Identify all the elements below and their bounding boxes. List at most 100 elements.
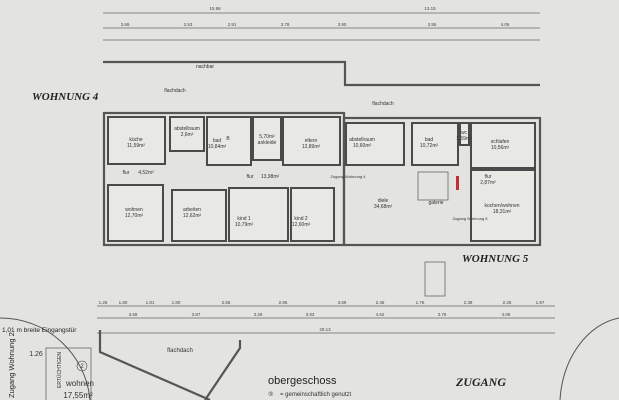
detail-circle-left	[0, 317, 91, 400]
room-area: 12,60m²	[292, 222, 311, 228]
room-name: kind 2	[294, 216, 308, 222]
room-schlafen	[470, 122, 536, 169]
detail-circle-right	[559, 317, 619, 400]
dim: 2.91	[228, 22, 237, 27]
lower-roof-edge-2	[204, 340, 242, 400]
room-name: kind 1	[237, 216, 251, 222]
room-area: 10,79m²	[235, 222, 254, 228]
lower-staircase	[424, 261, 446, 297]
dim: 1.76	[416, 300, 425, 305]
dim: 3.69	[121, 22, 130, 27]
dim: 3.90	[338, 22, 347, 27]
dim: 2.85	[279, 300, 288, 305]
room-area: 10,72m²	[420, 143, 439, 149]
dim: 3.76	[438, 312, 447, 317]
b-mark: B	[226, 136, 230, 142]
dim-top-total: 15.98	[209, 6, 221, 11]
dim: 3.69	[338, 300, 347, 305]
dim: 2.38	[464, 300, 473, 305]
neighbor-label: nachbar	[196, 64, 214, 70]
room-arbeiten	[171, 189, 227, 242]
room-wohnen	[107, 184, 164, 242]
room-kueche	[107, 116, 166, 165]
dim: 1.81	[146, 300, 155, 305]
room-bad	[206, 116, 252, 166]
dim: 2.45	[376, 300, 385, 305]
dim: 1.97	[536, 300, 545, 305]
top-dimensions: 15.98 13.15 3.69 2.53 2.91 3.78 3.90 3.5…	[103, 6, 540, 41]
dim: 1.80	[119, 300, 128, 305]
room-abstellraum-2	[345, 122, 405, 166]
room-name: abstellraum	[174, 126, 200, 132]
dim: 2.65	[222, 300, 231, 305]
room-kind-2	[290, 187, 335, 242]
room-area: 2,87m²	[480, 180, 496, 186]
room-area: 12,62m²	[183, 213, 202, 219]
zugang-w4-label: Zugang Wohnung 4	[330, 174, 366, 179]
room-area: 2,6m²	[181, 132, 194, 138]
rooms	[107, 116, 536, 242]
left-vertical-text: ERTÜCHTIGEN	[56, 352, 63, 388]
lower-roof-edge	[98, 330, 211, 400]
wing-right	[342, 116, 542, 247]
room-kind-1	[228, 187, 289, 242]
left-dim: 1.26	[29, 351, 43, 358]
room-area: 34,68m²	[374, 204, 393, 210]
dim: 3.55	[428, 22, 437, 27]
flachdach-left: flachdach	[164, 88, 186, 94]
dim: 1.80	[172, 300, 181, 305]
unit-label-right: WOHNUNG 5	[462, 253, 529, 265]
room-name: wc	[461, 130, 468, 136]
room-name: flur	[247, 174, 254, 180]
dim-bottom-total: 29.13	[319, 327, 331, 332]
room-name: diele	[378, 198, 389, 204]
dim: 4.06	[502, 312, 511, 317]
left-room-name: wohnen	[65, 379, 94, 388]
room-area: 12,89m²	[302, 144, 321, 150]
room-area: 11,59m²	[127, 143, 145, 149]
neighbor-boundary	[103, 60, 540, 87]
zugang-w5-label: Zugang Wohnung 5	[452, 216, 488, 221]
room-number-circle	[76, 360, 88, 372]
room-area: 1,59m²	[456, 136, 472, 142]
left-room	[45, 347, 92, 400]
legend-text: = gemeinschaftlich genutzt	[280, 392, 352, 398]
room-area: 12,70m²	[125, 213, 144, 219]
room-ankleide	[252, 116, 282, 161]
legend-symbol: ⑤	[268, 391, 273, 398]
dim: 2.25	[503, 300, 512, 305]
room-labels: küche 11,59m² abstellraum 2,6m² bad 10,8…	[123, 126, 520, 228]
room-name: bad	[425, 137, 434, 143]
room-area: 10,56m²	[491, 145, 510, 151]
room-name: bad	[213, 138, 222, 144]
room-name: abstellraum	[349, 137, 375, 143]
room-eltern	[282, 116, 341, 166]
dim: 3.29	[254, 312, 263, 317]
dim: 3.87	[192, 312, 201, 317]
room-wc	[459, 122, 470, 146]
room-name: ankleide	[258, 140, 277, 146]
room-kochen-wohnen	[470, 169, 536, 242]
room-name: flur	[123, 170, 130, 176]
room-area: 4,52m²	[138, 170, 154, 176]
room-area: 18,31m²	[493, 209, 512, 215]
room-name: kochen/wohnen	[484, 203, 519, 209]
dim: 2.53	[184, 22, 193, 27]
left-note: 1,01 m breite Eingangstür	[2, 327, 77, 334]
room-area: 13,98m²	[261, 174, 280, 180]
flachdach-right: flachdach	[372, 101, 394, 107]
staircase	[417, 171, 449, 201]
unit-label-left: WOHNUNG 4	[32, 91, 99, 103]
zugang-label: ZUGANG	[455, 375, 506, 389]
room-area: 5,70m²	[259, 134, 275, 140]
bottom-dimensions: 1.26 1.80 1.81 1.80 2.65 2.85 3.69 2.45 …	[97, 300, 555, 334]
room-name: wohnen	[125, 207, 143, 213]
flachdach-bottom: flachdach	[167, 348, 193, 354]
room-name: küche	[129, 137, 143, 143]
dim: 4.06	[501, 22, 510, 27]
drawing-title: obergeschoss	[268, 375, 337, 387]
left-room-area: 17,55m²	[63, 391, 93, 400]
room-area: 10,84m²	[208, 144, 227, 150]
dim: 3.69	[129, 312, 138, 317]
